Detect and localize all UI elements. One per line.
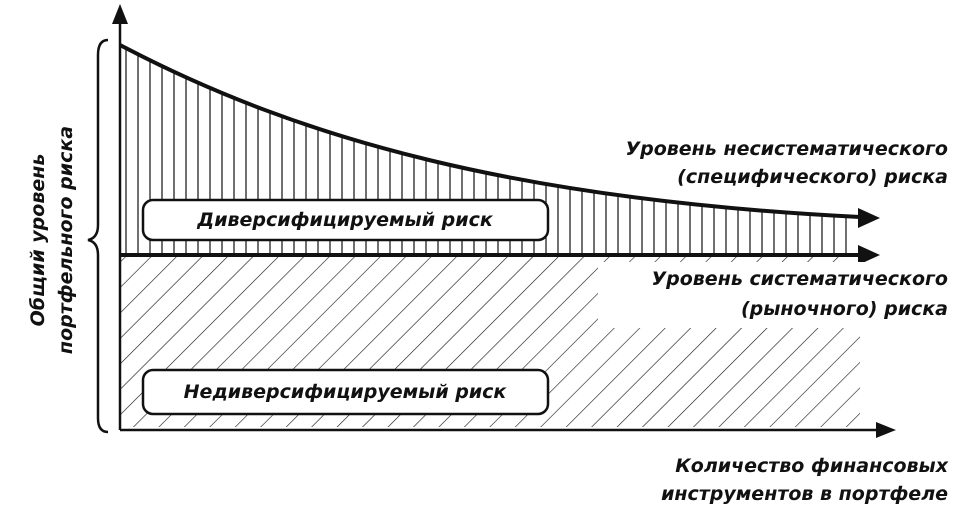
systematic-level-label-line1: Уровень систематического <box>651 268 948 290</box>
unsystematic-level-label-line1: Уровень несистематического <box>625 138 948 160</box>
total-risk-arrow <box>858 208 880 228</box>
diversifiable-risk-box <box>141 198 550 242</box>
systematic-risk-arrow <box>858 245 880 265</box>
y-axis-label-line2: портфельного риска <box>55 126 77 354</box>
diversifiable-risk-label: Диверсифицируемый риск <box>196 209 494 231</box>
y-axis-brace <box>87 38 109 434</box>
y-axis-label: Общий уровень портфельного риска <box>27 126 77 354</box>
total-risk-curve <box>119 43 861 219</box>
y-axis-label-line1: Общий уровень <box>27 154 49 327</box>
x-axis-arrow <box>876 422 896 438</box>
unsystematic-level-label-line2: (специфического) риска <box>677 166 948 188</box>
systematic-level-label-line2: (рыночного) риска <box>741 298 948 320</box>
systematic-label-backdrop <box>598 262 960 328</box>
x-axis-label-line2: инструментов в портфеле <box>661 483 948 505</box>
x-axis-label-line1: Количество финансовых <box>675 455 948 477</box>
nondiversifiable-risk-box <box>141 368 550 416</box>
y-axis-arrow <box>112 4 128 24</box>
nondiversifiable-risk-label: Недиверсифицируемый риск <box>184 381 508 403</box>
